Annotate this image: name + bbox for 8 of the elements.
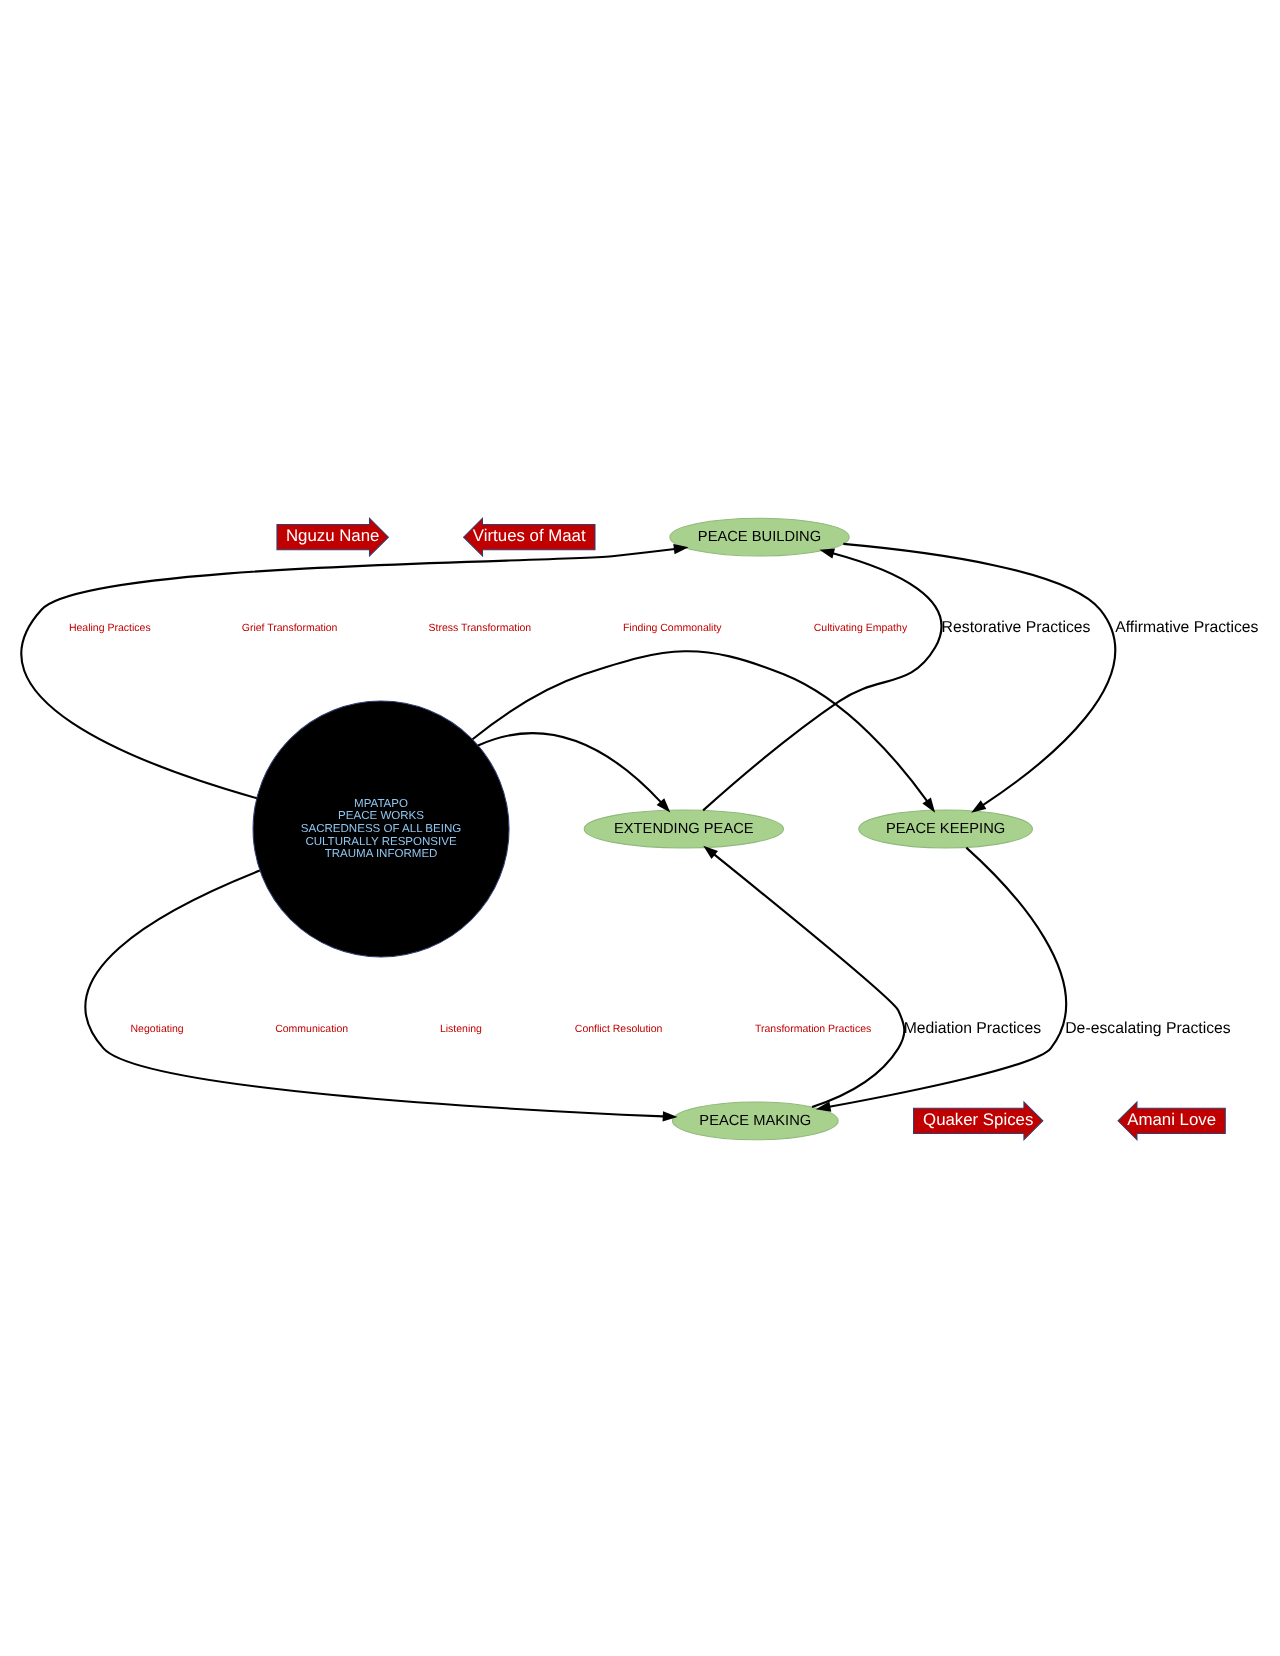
arrow (471, 649, 936, 812)
arrow (84, 868, 678, 1121)
arrow (815, 845, 1067, 1111)
arrow (843, 541, 1116, 812)
arrow (477, 731, 671, 812)
arrow (702, 547, 943, 811)
arrow (20, 543, 689, 799)
arrow (703, 844, 906, 1107)
